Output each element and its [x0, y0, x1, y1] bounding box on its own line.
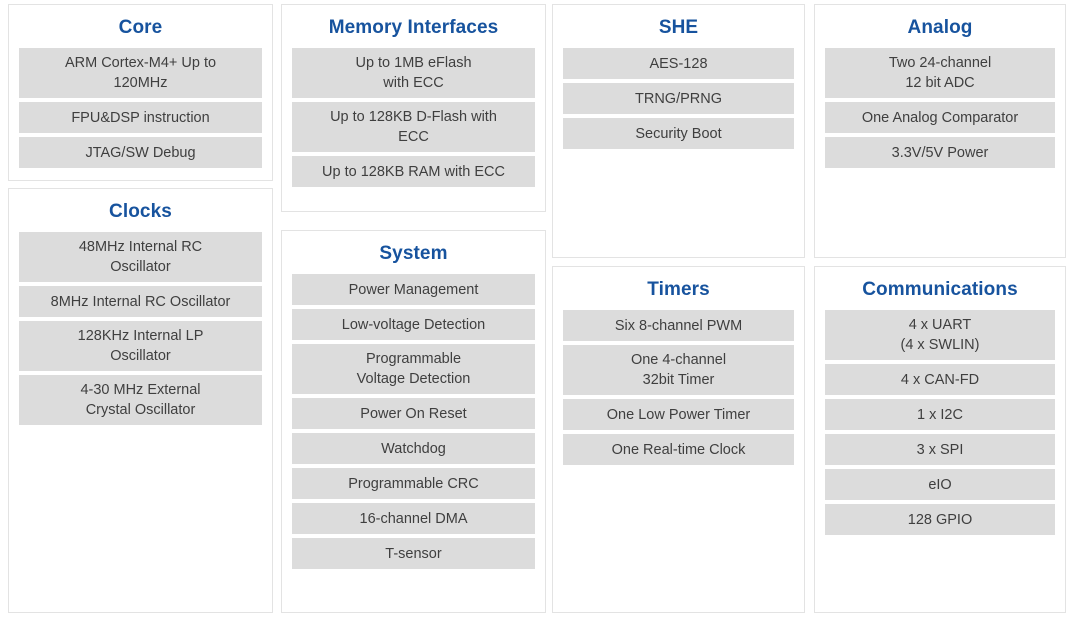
panel-title-memory-interfaces: Memory Interfaces [328, 17, 499, 38]
panel-memory-interfaces: Memory Interfaces Up to 1MB eFlash with … [281, 4, 546, 212]
feature-item: One Real-time Clock [563, 434, 794, 465]
panel-title-core: Core [118, 17, 163, 38]
panel-system: System Power Management Low-voltage Dete… [281, 230, 546, 613]
panel-communications: Communications 4 x UART (4 x SWLIN) 4 x … [814, 266, 1066, 613]
feature-item: Power Management [292, 274, 535, 305]
feature-item: ARM Cortex-M4+ Up to 120MHz [19, 48, 262, 98]
feature-item: TRNG/PRNG [563, 83, 794, 114]
feature-item: Six 8-channel PWM [563, 310, 794, 341]
feature-item: Two 24-channel 12 bit ADC [825, 48, 1055, 98]
panel-items-memory-interfaces: Up to 1MB eFlash with ECC Up to 128KB D-… [292, 48, 535, 187]
panel-title-system: System [379, 243, 448, 264]
panel-clocks: Clocks 48MHz Internal RC Oscillator 8MHz… [8, 188, 273, 613]
feature-item: Programmable CRC [292, 468, 535, 499]
panel-items-analog: Two 24-channel 12 bit ADC One Analog Com… [825, 48, 1055, 168]
feature-item: Up to 1MB eFlash with ECC [292, 48, 535, 98]
feature-item: Power On Reset [292, 398, 535, 429]
feature-item: 4 x UART (4 x SWLIN) [825, 310, 1055, 360]
feature-item: 4-30 MHz External Crystal Oscillator [19, 375, 262, 425]
feature-item: 3 x SPI [825, 434, 1055, 465]
panel-items-timers: Six 8-channel PWM One 4-channel 32bit Ti… [563, 310, 794, 465]
feature-item: 1 x I2C [825, 399, 1055, 430]
feature-item: Programmable Voltage Detection [292, 344, 535, 394]
feature-item: Security Boot [563, 118, 794, 149]
feature-item: eIO [825, 469, 1055, 500]
feature-item: Watchdog [292, 433, 535, 464]
feature-item: JTAG/SW Debug [19, 137, 262, 168]
panel-title-communications: Communications [862, 279, 1018, 300]
feature-item: 16-channel DMA [292, 503, 535, 534]
feature-item: Up to 128KB RAM with ECC [292, 156, 535, 187]
feature-item: T-sensor [292, 538, 535, 569]
panel-core: Core ARM Cortex-M4+ Up to 120MHz FPU&DSP… [8, 4, 273, 181]
panel-items-system: Power Management Low-voltage Detection P… [292, 274, 535, 569]
feature-item: 128 GPIO [825, 504, 1055, 535]
panel-title-clocks: Clocks [109, 201, 172, 222]
feature-item: One Low Power Timer [563, 399, 794, 430]
panel-items-clocks: 48MHz Internal RC Oscillator 8MHz Intern… [19, 232, 262, 425]
feature-item: One Analog Comparator [825, 102, 1055, 133]
feature-item: AES-128 [563, 48, 794, 79]
feature-item: 8MHz Internal RC Oscillator [19, 286, 262, 317]
panel-title-timers: Timers [647, 279, 710, 300]
feature-item: One 4-channel 32bit Timer [563, 345, 794, 395]
panel-timers: Timers Six 8-channel PWM One 4-channel 3… [552, 266, 805, 613]
feature-item: 3.3V/5V Power [825, 137, 1055, 168]
feature-item: Up to 128KB D-Flash with ECC [292, 102, 535, 152]
feature-item: 128KHz Internal LP Oscillator [19, 321, 262, 371]
panel-items-communications: 4 x UART (4 x SWLIN) 4 x CAN-FD 1 x I2C … [825, 310, 1055, 535]
panel-she: SHE AES-128 TRNG/PRNG Security Boot [552, 4, 805, 258]
feature-item: 48MHz Internal RC Oscillator [19, 232, 262, 282]
panel-title-she: SHE [658, 17, 699, 38]
panel-items-she: AES-128 TRNG/PRNG Security Boot [563, 48, 794, 149]
feature-item: 4 x CAN-FD [825, 364, 1055, 395]
panel-items-core: ARM Cortex-M4+ Up to 120MHz FPU&DSP inst… [19, 48, 262, 168]
feature-item: FPU&DSP instruction [19, 102, 262, 133]
panel-analog: Analog Two 24-channel 12 bit ADC One Ana… [814, 4, 1066, 258]
feature-item: Low-voltage Detection [292, 309, 535, 340]
panel-title-analog: Analog [907, 17, 973, 38]
